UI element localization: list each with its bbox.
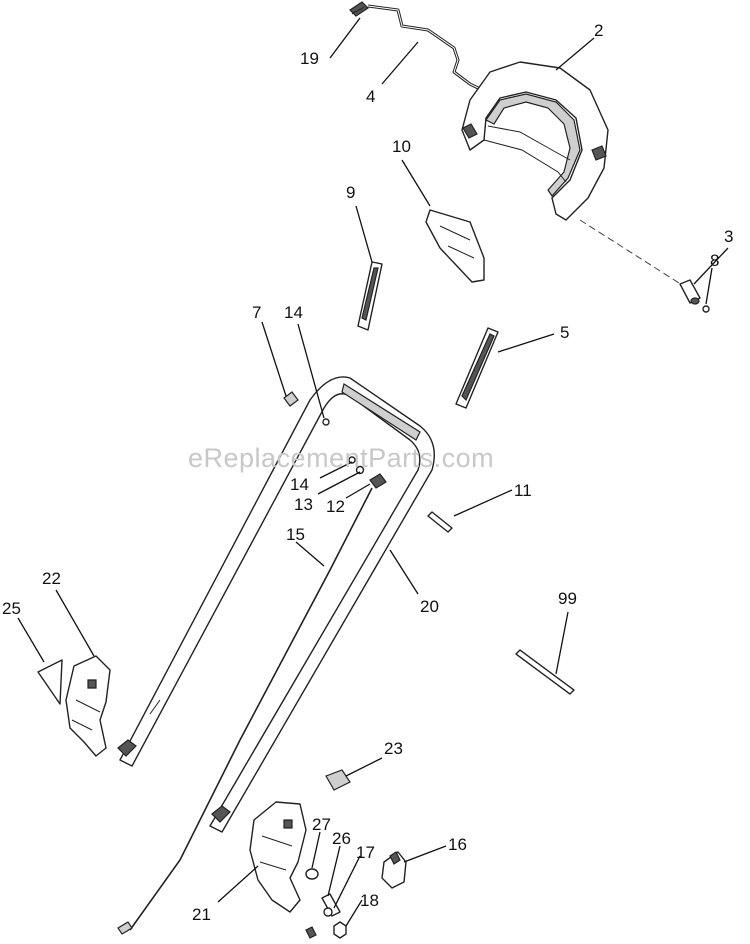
callout-18: 18	[360, 891, 379, 910]
callout-3: 3	[724, 227, 733, 246]
callout-9: 9	[346, 183, 355, 202]
callout-labels: 19 4 2 10 9 3 8 5 7 14 11 14 13 12 15 20…	[2, 21, 733, 924]
part-5-strip	[455, 327, 499, 409]
assembly-line	[579, 219, 691, 291]
part-19-spring	[349, 1, 369, 17]
callout-5: 5	[560, 323, 569, 342]
part-11-pin	[427, 511, 453, 533]
callout-11: 11	[514, 481, 532, 500]
callout-23: 23	[384, 739, 403, 758]
callout-25: 25	[2, 599, 21, 618]
callout-26: 26	[332, 829, 351, 848]
watermark-text: eReplacementParts.com	[188, 443, 494, 473]
part-9-strip	[357, 261, 383, 331]
callout-22: 22	[42, 569, 61, 588]
callout-7: 7	[252, 303, 261, 322]
part-3-knob	[679, 279, 701, 305]
callout-99: 99	[558, 589, 577, 608]
part-8-screw	[702, 305, 710, 313]
callout-10: 10	[392, 137, 411, 156]
callout-14-mid: 14	[290, 475, 309, 494]
part-14-washer-top	[322, 418, 330, 426]
callout-16: 16	[448, 835, 467, 854]
callout-4: 4	[366, 87, 375, 106]
part-14-washer-mid	[348, 456, 356, 464]
callout-12: 12	[326, 497, 345, 516]
part-hardware-bottom	[305, 926, 317, 939]
part-23-clip	[325, 769, 351, 791]
callout-17: 17	[356, 843, 375, 862]
part-12-bushing	[369, 473, 387, 489]
part-16-knob	[381, 851, 407, 889]
part-13-washer	[355, 465, 365, 475]
part-99-tie	[515, 649, 575, 695]
part-17-nut	[323, 907, 333, 917]
callout-8: 8	[710, 251, 719, 270]
callout-2: 2	[594, 21, 603, 40]
callout-27: 27	[312, 815, 331, 834]
callout-20: 20	[420, 597, 439, 616]
part-2-upper-handle	[461, 61, 609, 221]
part-21-bracket	[249, 801, 307, 913]
callout-15: 15	[286, 525, 305, 544]
callout-14-top: 14	[284, 303, 303, 322]
part-7-clip	[283, 391, 299, 407]
part-10-pad	[425, 209, 485, 283]
callout-19: 19	[300, 49, 319, 68]
part-4-rod	[367, 4, 483, 92]
part-22-bracket	[65, 655, 111, 757]
callout-21: 21	[192, 905, 211, 924]
part-25-wedge	[37, 659, 63, 705]
part-15-cable	[117, 487, 373, 935]
part-20-lower-handle	[117, 376, 435, 833]
callout-13: 13	[294, 495, 313, 514]
part-18-nut	[333, 921, 347, 939]
leader-lines	[17, 17, 729, 927]
part-27-spacer	[305, 868, 319, 880]
